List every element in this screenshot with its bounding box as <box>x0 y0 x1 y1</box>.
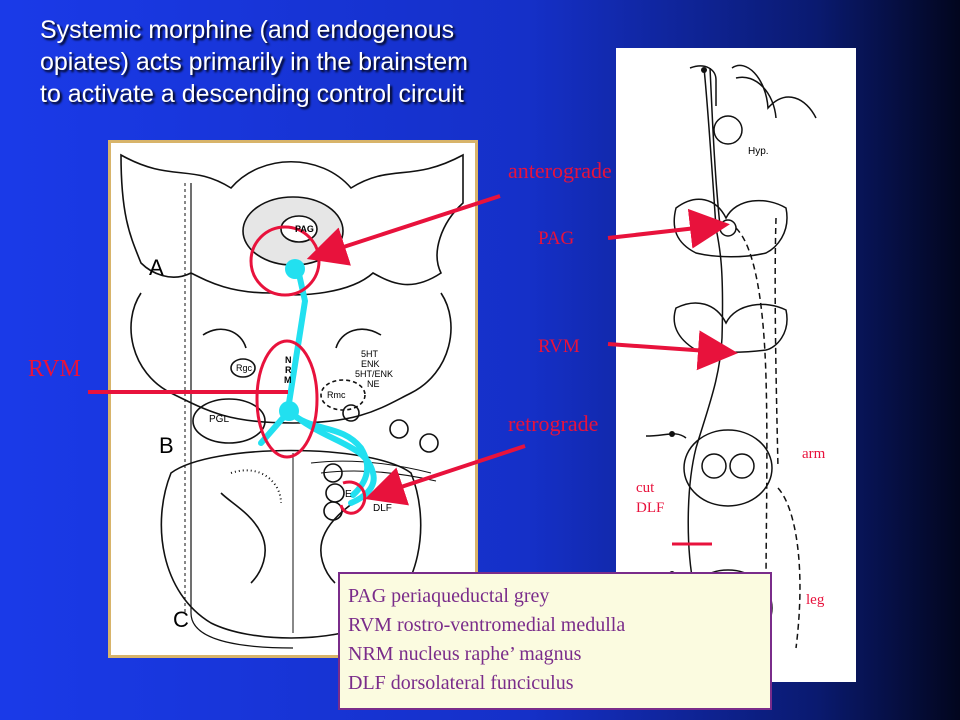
rgc-label: Rgc <box>236 363 253 373</box>
dlf-small-label: DLF <box>373 503 392 514</box>
title-line-2: opiates) acts primarily in the brainstem <box>40 48 468 76</box>
cut-dlf-label: DLF <box>636 500 665 516</box>
leg-label: leg <box>806 592 825 608</box>
nrm-m-label: M <box>284 375 292 385</box>
legend-pag: PAG periaqueductal grey <box>348 585 550 607</box>
section-a-label: A <box>149 255 164 280</box>
pag-right-label: PAG <box>538 228 575 249</box>
retrograde-label: retrograde <box>508 411 599 436</box>
nt-enk-label: ENK <box>361 359 380 369</box>
legend-rvm: RVM rostro-ventromedial medulla <box>348 614 626 636</box>
nt-5ht-label: 5HT <box>361 349 379 359</box>
nrm-r-label: R <box>285 365 292 375</box>
abbreviation-legend: PAG periaqueductal grey RVM rostro-ventr… <box>338 572 772 710</box>
cut-label: cut <box>636 480 655 496</box>
nt-5ht-enk-label: 5HT/ENK <box>355 369 394 379</box>
section-c-label: C <box>173 607 189 632</box>
slide-title: Systemic morphine (and endogenous opiate… <box>40 14 620 110</box>
arm-label: arm <box>802 446 826 462</box>
hyp-label: Hyp. <box>748 146 769 157</box>
legend-nrm: NRM nucleus raphe’ magnus <box>348 643 582 665</box>
legend-dlf: DLF dorsolateral funciculus <box>348 672 574 694</box>
rvm-left-label: RVM <box>28 356 81 382</box>
e-label: E <box>345 489 352 500</box>
pgl-label: PGL <box>209 414 230 425</box>
title-line-1: Systemic morphine (and endogenous <box>40 16 455 44</box>
section-b-label: B <box>159 433 174 458</box>
rvm-right-label: RVM <box>538 336 580 357</box>
nt-ne-label: NE <box>367 379 380 389</box>
nrm-n-label: N <box>285 355 292 365</box>
rmc-label: Rmc <box>327 390 346 400</box>
pag-label-small: PAG <box>295 224 314 234</box>
title-line-3: to activate a descending control circuit <box>40 80 464 108</box>
anterograde-label: anterograde <box>508 158 612 183</box>
